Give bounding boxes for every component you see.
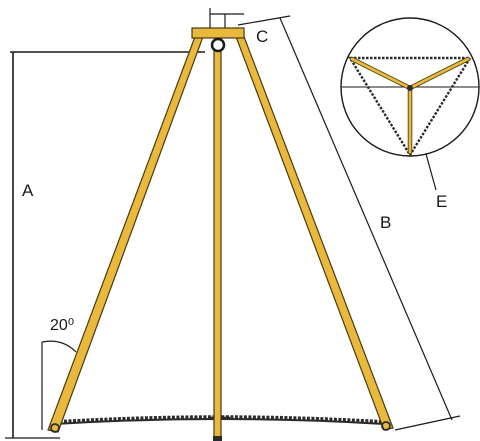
center-leg: [213, 43, 222, 441]
label-angle: 20⁰: [50, 317, 74, 334]
label-height: A: [22, 181, 34, 200]
label-head: C: [256, 27, 268, 46]
label-leg-length: B: [380, 213, 391, 232]
feet: [50, 421, 391, 441]
height-dimension: [5, 51, 205, 439]
tripod-head: [191, 8, 245, 53]
label-top-view: E: [436, 192, 447, 211]
angle-indicator: [41, 340, 77, 430]
top-view-inset: [340, 17, 480, 191]
left-leg: [47, 33, 205, 433]
leg-length-dimension: [237, 15, 461, 431]
